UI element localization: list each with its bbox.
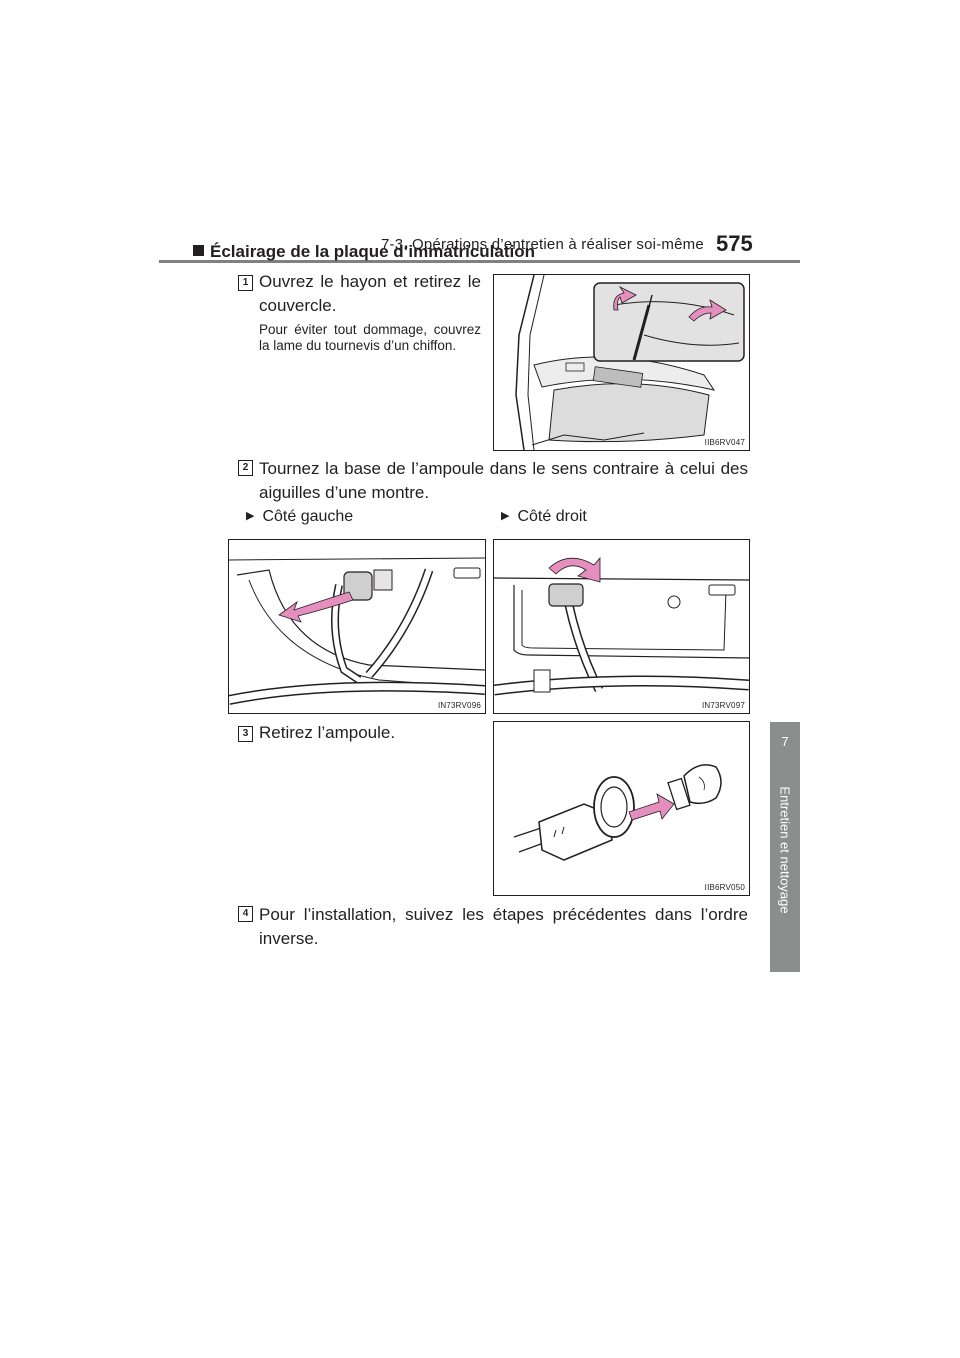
- step-3-text: Retirez l’ampoule.: [259, 723, 396, 742]
- pink-arrow-icon: [278, 591, 354, 623]
- step-2-text: Tournez la base de l’ampoule dans le sen…: [259, 459, 748, 502]
- tailgate-illustration: [515, 275, 745, 450]
- step-badge-1: 1: [238, 275, 253, 291]
- chapter-side-tab: [770, 722, 800, 972]
- header-rule: [159, 260, 800, 263]
- left-side-label: ▶ Côté gauche: [246, 508, 353, 526]
- step-1-note: Pour éviter tout dommage, couvrez la lam…: [259, 322, 481, 353]
- step-4-text: Pour l’installation, suivez les étapes p…: [259, 905, 748, 948]
- square-bullet-icon: [193, 245, 204, 256]
- chapter-side-label: Entretien et nettoyage: [777, 786, 793, 914]
- step-1-text: Ouvrez le hayon et retirez le couvercle.: [259, 272, 481, 315]
- chapter-title: 7-3. Opérations d’entretien à réaliser s…: [381, 236, 704, 253]
- pink-arrow-icon: [628, 793, 675, 821]
- step-badge-3: 3: [238, 726, 253, 742]
- figure-code: IN73RV096: [437, 701, 481, 710]
- pink-arrow-icon: [548, 556, 601, 583]
- right-side-label: ▶ Côté droit: [501, 508, 587, 526]
- triangle-bullet-icon: ▶: [501, 510, 510, 522]
- step-badge-2: 2: [238, 460, 253, 476]
- figure-code: IIB6RV050: [704, 883, 745, 892]
- step-badge-4: 4: [238, 906, 253, 922]
- left-side-label-text: Côté gauche: [262, 508, 354, 525]
- figure-bulb-removal: IIB6RV050: [493, 721, 750, 896]
- pink-arrow-icon: [613, 285, 637, 311]
- section-title: Éclairage de la plaque d’immatriculation: [193, 242, 535, 262]
- figure-code: IN73RV097: [701, 701, 745, 710]
- chapter-side-number: 7: [781, 734, 789, 749]
- figure-code: IIB6RV047: [704, 438, 745, 447]
- figure-left-side: IN73RV096: [228, 539, 486, 714]
- section-title-text: Éclairage de la plaque d’immatriculation: [210, 242, 535, 261]
- right-side-label-text: Côté droit: [517, 508, 587, 525]
- figure-tailgate-cover: IIB6RV047: [493, 274, 750, 451]
- page-number: 575: [716, 231, 753, 256]
- figure-right-side: IN73RV097: [493, 539, 750, 714]
- triangle-bullet-icon: ▶: [246, 510, 255, 522]
- pink-arrow-icon: [688, 299, 727, 322]
